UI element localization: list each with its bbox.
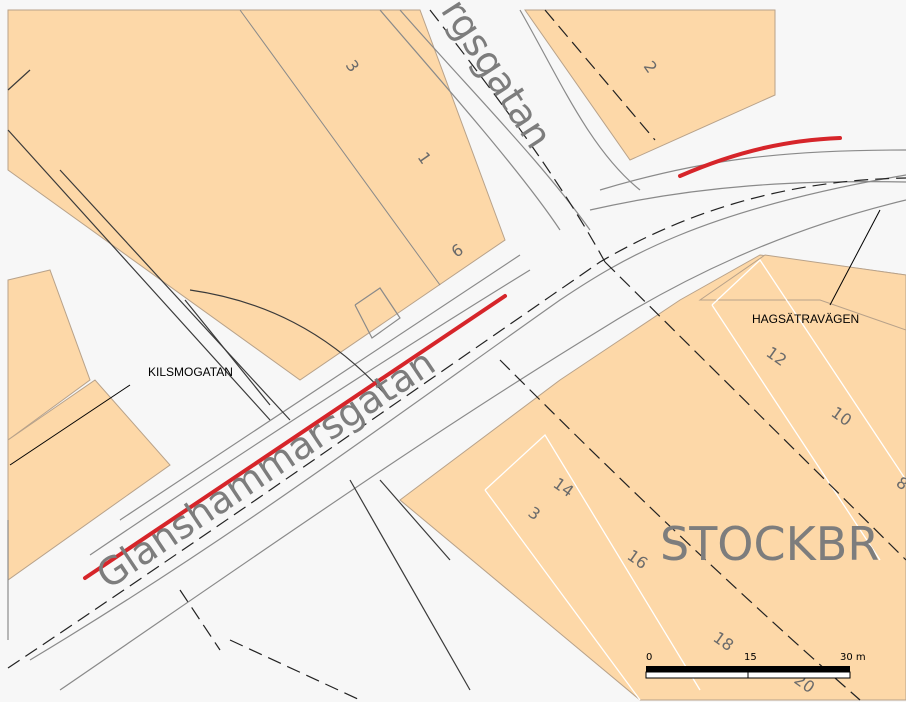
highlight-hagsatravagen[interactable]	[678, 136, 842, 178]
scale-label-30: 30 m	[840, 652, 866, 663]
centerline-bottom	[179, 589, 361, 701]
road-dark-5	[379, 479, 451, 561]
scale-segment-white	[645, 671, 749, 679]
leader-hagsatra	[829, 209, 881, 306]
road-dark-2	[59, 169, 291, 421]
block-top-left[interactable]	[7, 9, 506, 381]
highlight-glanshammarsgatan[interactable]	[83, 294, 507, 580]
district-label: STOCKBR	[660, 517, 879, 571]
block-top-right[interactable]	[524, 9, 776, 161]
centerline-main	[7, 177, 906, 669]
road-edge-north-1	[89, 269, 531, 556]
road-edge-top-1	[379, 9, 561, 231]
scale-segment-black-2	[748, 666, 850, 672]
centerline-lower	[499, 359, 861, 701]
scale-label-0: 0	[646, 652, 652, 663]
plot-line-bottom-1	[484, 433, 701, 691]
road-edge-top-3	[519, 9, 641, 191]
road-edge-hagsatra-1	[599, 149, 906, 191]
small-building-outline	[354, 287, 401, 339]
street-label-kilsmogatan: KILSMOGATAN	[148, 365, 233, 379]
plot-line-bottom-2	[484, 489, 641, 701]
scale-segment-white-2	[747, 671, 851, 679]
road-edge-south-1	[59, 199, 906, 691]
scale-bar: 0 15 30 m	[645, 652, 866, 679]
road-dark-curve	[189, 289, 391, 401]
centerline-top	[429, 9, 606, 263]
plot-divider-top-left	[239, 9, 441, 286]
road-dark-1	[7, 129, 271, 421]
road-dark-3	[184, 299, 271, 406]
scale-segment-black	[646, 666, 748, 672]
road-edge-south-2	[29, 174, 906, 661]
centerline-diagonal	[604, 261, 906, 561]
plot-line-right-1	[711, 258, 906, 481]
road-edge-north-2	[119, 254, 521, 521]
scale-label-15: 15	[744, 652, 757, 663]
block-hagsatra-strip[interactable]	[698, 254, 906, 331]
leader-kilsmo	[9, 384, 131, 466]
road-dark-4	[349, 479, 471, 691]
plot-line-right-2	[711, 304, 881, 561]
road-edge-hagsatra-2	[589, 181, 906, 211]
centerline-top-right	[544, 9, 656, 141]
road-dark-6	[7, 69, 31, 91]
block-left-upper[interactable]	[7, 269, 91, 441]
street-label-hagsatravagen: HAGSÄTRAVÄGEN	[752, 312, 859, 326]
